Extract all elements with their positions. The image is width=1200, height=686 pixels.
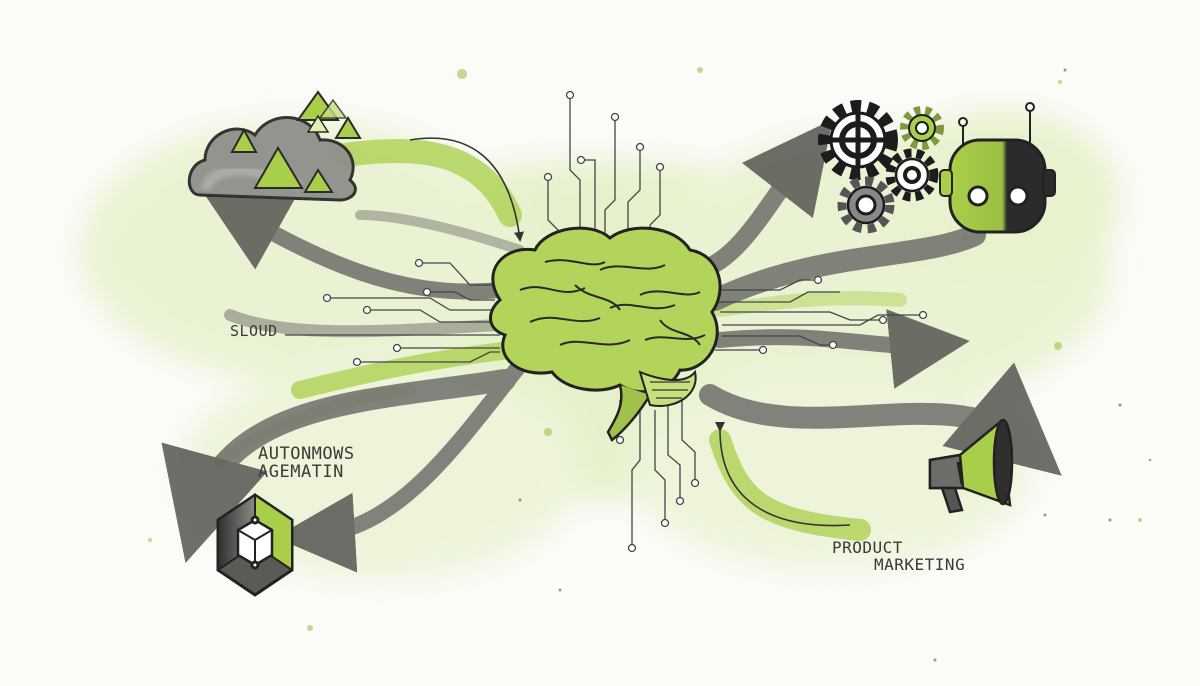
- thin-arrows: [409, 137, 851, 527]
- robot-icon: [939, 102, 1056, 234]
- ink-specks: [518, 68, 1152, 662]
- megaphone-icon: [928, 418, 1014, 514]
- circuit-traces: [285, 90, 928, 553]
- marketing-label-line-2: MARKETING: [874, 554, 966, 574]
- paint-splatters: [148, 67, 1142, 631]
- cloud-label: SLOUD: [230, 322, 278, 340]
- automation-label-line-2: AGEMATIN: [258, 461, 344, 482]
- brain-icon: [489, 226, 722, 442]
- marketing-label: PRODUCT MARKETING: [832, 538, 966, 574]
- cloud-label-text: SLOUD: [230, 322, 278, 340]
- gears-icon: [818, 100, 944, 234]
- cube-icon: [216, 493, 294, 597]
- automation-label: AUTONMOWS AGEMATIN: [258, 444, 355, 482]
- marketing-label-line-1: PRODUCT: [832, 538, 903, 557]
- cloud-icon: [187, 90, 362, 202]
- automation-label-line-1: AUTONMOWS: [258, 444, 355, 464]
